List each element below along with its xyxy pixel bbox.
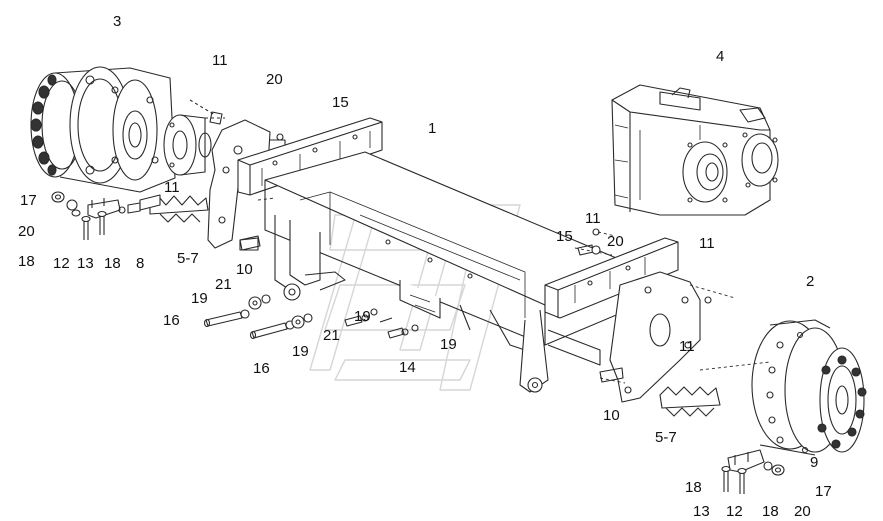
callout-12: 12 — [53, 255, 70, 272]
callout-18: 18 — [762, 503, 779, 520]
callout-13: 13 — [693, 503, 710, 520]
hardware-right — [721, 449, 785, 494]
callout-19: 19 — [440, 336, 457, 353]
callout-3: 3 — [113, 13, 122, 30]
callout-21: 21 — [215, 276, 232, 293]
callout-13: 13 — [77, 255, 94, 272]
callout-5-7: 5-7 — [655, 429, 677, 446]
bracket-right — [519, 271, 701, 403]
hardware-left — [51, 191, 141, 240]
callout-9: 9 — [810, 454, 819, 471]
callout-11: 11 — [164, 179, 180, 196]
callout-10: 10 — [236, 261, 253, 278]
callout-19: 19 — [292, 343, 309, 360]
callout-17: 17 — [20, 192, 37, 209]
callout-16: 16 — [253, 360, 270, 377]
wheel-hub-right — [751, 319, 867, 456]
callout-20: 20 — [607, 233, 624, 250]
callout-20: 20 — [266, 71, 283, 88]
callout-20: 20 — [794, 503, 811, 520]
callout-18: 18 — [18, 253, 35, 270]
callout-11: 11 — [679, 338, 695, 355]
callout-11: 11 — [699, 235, 715, 252]
callout-15: 15 — [332, 94, 349, 111]
bolts-right-upper — [577, 228, 712, 383]
callout-4: 4 — [716, 48, 725, 65]
callout-17: 17 — [815, 483, 832, 500]
callout-18: 18 — [104, 255, 121, 272]
callout-12: 12 — [726, 503, 743, 520]
callout-19: 19 — [354, 308, 371, 325]
bolts-center — [344, 308, 419, 339]
callout-20: 20 — [18, 223, 35, 240]
callout-14: 14 — [399, 359, 416, 376]
callout-21: 21 — [323, 327, 340, 344]
callout-8: 8 — [136, 255, 145, 272]
upper-rail-left — [237, 117, 383, 196]
spring-pads-left — [139, 194, 209, 223]
spring-pads-right — [659, 386, 721, 417]
callout-15: 15 — [556, 228, 573, 245]
callout-11: 11 — [212, 52, 228, 69]
callout-18: 18 — [685, 479, 702, 496]
wheel-hub-left — [30, 66, 176, 193]
upper-rail-right — [544, 237, 679, 319]
callout-2: 2 — [806, 273, 815, 290]
callout-5-7: 5-7 — [177, 250, 199, 267]
axle-beam — [264, 151, 641, 351]
bolts-left — [203, 235, 313, 340]
callout-16: 16 — [163, 312, 180, 329]
callout-19: 19 — [191, 290, 208, 307]
flange-shaft-left — [163, 99, 225, 176]
callout-1: 1 — [428, 120, 437, 137]
callout-10: 10 — [603, 407, 620, 424]
callout-11: 11 — [585, 210, 601, 227]
gearbox — [611, 84, 779, 216]
